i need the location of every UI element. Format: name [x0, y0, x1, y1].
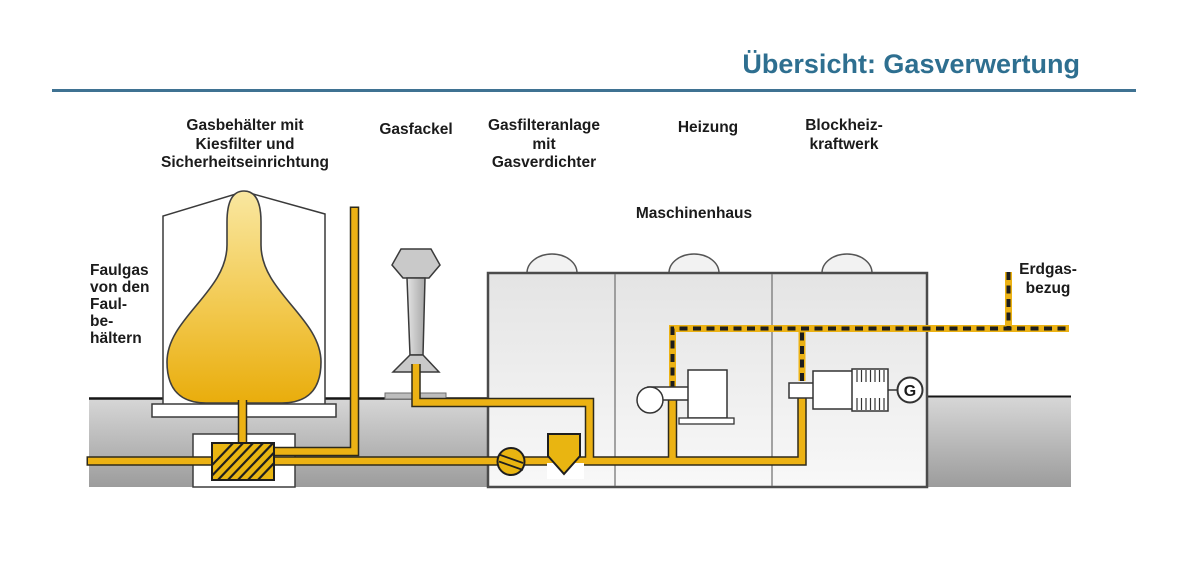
pipes-natural-gas [669, 272, 1069, 389]
generator-symbol: G [896, 376, 924, 404]
chp-engine: G [788, 368, 924, 412]
flare-column [406, 277, 426, 356]
label-gasbehaelter: Gasbehälter mit Kiesfilter und Sicherhei… [161, 117, 329, 171]
engine-body [812, 370, 854, 410]
label-gasfilteranlage: Gasfilteranlage mit Gasverdichter [488, 117, 600, 171]
roof-vent-3 [821, 253, 873, 274]
label-gasfackel: Gasfackel [379, 121, 453, 138]
heater-base [678, 417, 735, 425]
roof-vent-2 [668, 253, 720, 274]
pipes-gas [88, 208, 806, 465]
title-rule [52, 89, 1136, 92]
label-faulgas: Faulgas von den Faul- be- hältern [90, 262, 150, 347]
pipe-erdgas-main [670, 326, 1069, 389]
label-maschinenhaus: Maschinenhaus [635, 205, 753, 222]
heater-body [687, 369, 728, 419]
heater-unit [636, 369, 735, 425]
heater-burner [636, 386, 664, 414]
roof-vent-1 [526, 253, 578, 274]
pipe-main [88, 389, 806, 465]
flare-skirt [391, 354, 441, 373]
page-title: Übersicht: Gasverwertung [742, 49, 1080, 79]
gas-filter-vessel [547, 433, 584, 479]
generator-letter: G [904, 383, 916, 400]
pipe-flare [412, 364, 593, 458]
pipe-vent [274, 208, 358, 455]
gravel-filter [211, 442, 275, 481]
label-erdgas: Erdgas- bezug [1019, 261, 1077, 297]
flare-head [391, 248, 441, 279]
label-blockheizkraftwerk: Blockheiz- kraftwerk [805, 117, 883, 153]
engine-inlet [788, 382, 815, 399]
gas-bell [166, 190, 322, 404]
compressor-valve [496, 447, 526, 476]
label-heizung: Heizung [677, 119, 739, 136]
gas-holder [151, 190, 337, 418]
